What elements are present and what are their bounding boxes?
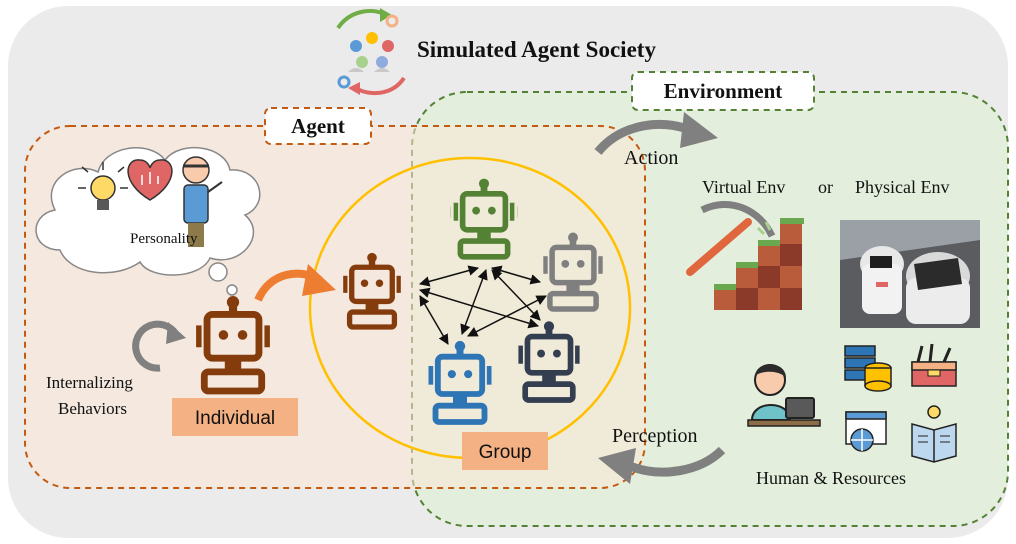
lightbulb-icon — [78, 162, 128, 210]
book-idea-icon — [911, 405, 957, 463]
heart-icon — [127, 159, 173, 201]
virtual-env-icon — [686, 201, 804, 310]
or-label: or — [818, 177, 833, 197]
personality-cloud — [35, 146, 261, 296]
web-browser-icon — [845, 411, 887, 452]
toolbox-icon — [911, 343, 957, 387]
environment-label-box — [631, 71, 815, 111]
physical-env-label: Physical Env — [855, 177, 950, 197]
join-arrow — [254, 264, 336, 302]
group-label: Group — [479, 442, 532, 463]
human-at-laptop-icon — [747, 364, 821, 427]
resources-label: Human & Resources — [756, 468, 906, 488]
perception-arrow — [598, 446, 726, 484]
internalizing-label: Internalizing Behaviors — [46, 373, 137, 418]
personality-label: Personality — [130, 231, 198, 247]
individual-label: Individual — [195, 408, 275, 429]
society-icon — [336, 8, 406, 96]
refresh-icon — [132, 320, 186, 372]
physical-env-photo — [840, 220, 980, 328]
action-arrow — [594, 112, 718, 155]
title: Simulated Agent Society — [417, 37, 656, 62]
person-icon — [182, 156, 223, 247]
environment-label: Environment — [664, 79, 783, 103]
interaction-arrows — [418, 265, 547, 345]
agent-label: Agent — [291, 114, 345, 138]
action-label: Action — [624, 147, 678, 169]
individual-label-box — [172, 398, 298, 436]
database-icon — [844, 345, 892, 392]
perception-label: Perception — [612, 425, 698, 447]
group-label-box — [462, 432, 548, 470]
virtual-env-label: Virtual Env — [702, 177, 785, 197]
agent-label-box — [264, 107, 372, 145]
